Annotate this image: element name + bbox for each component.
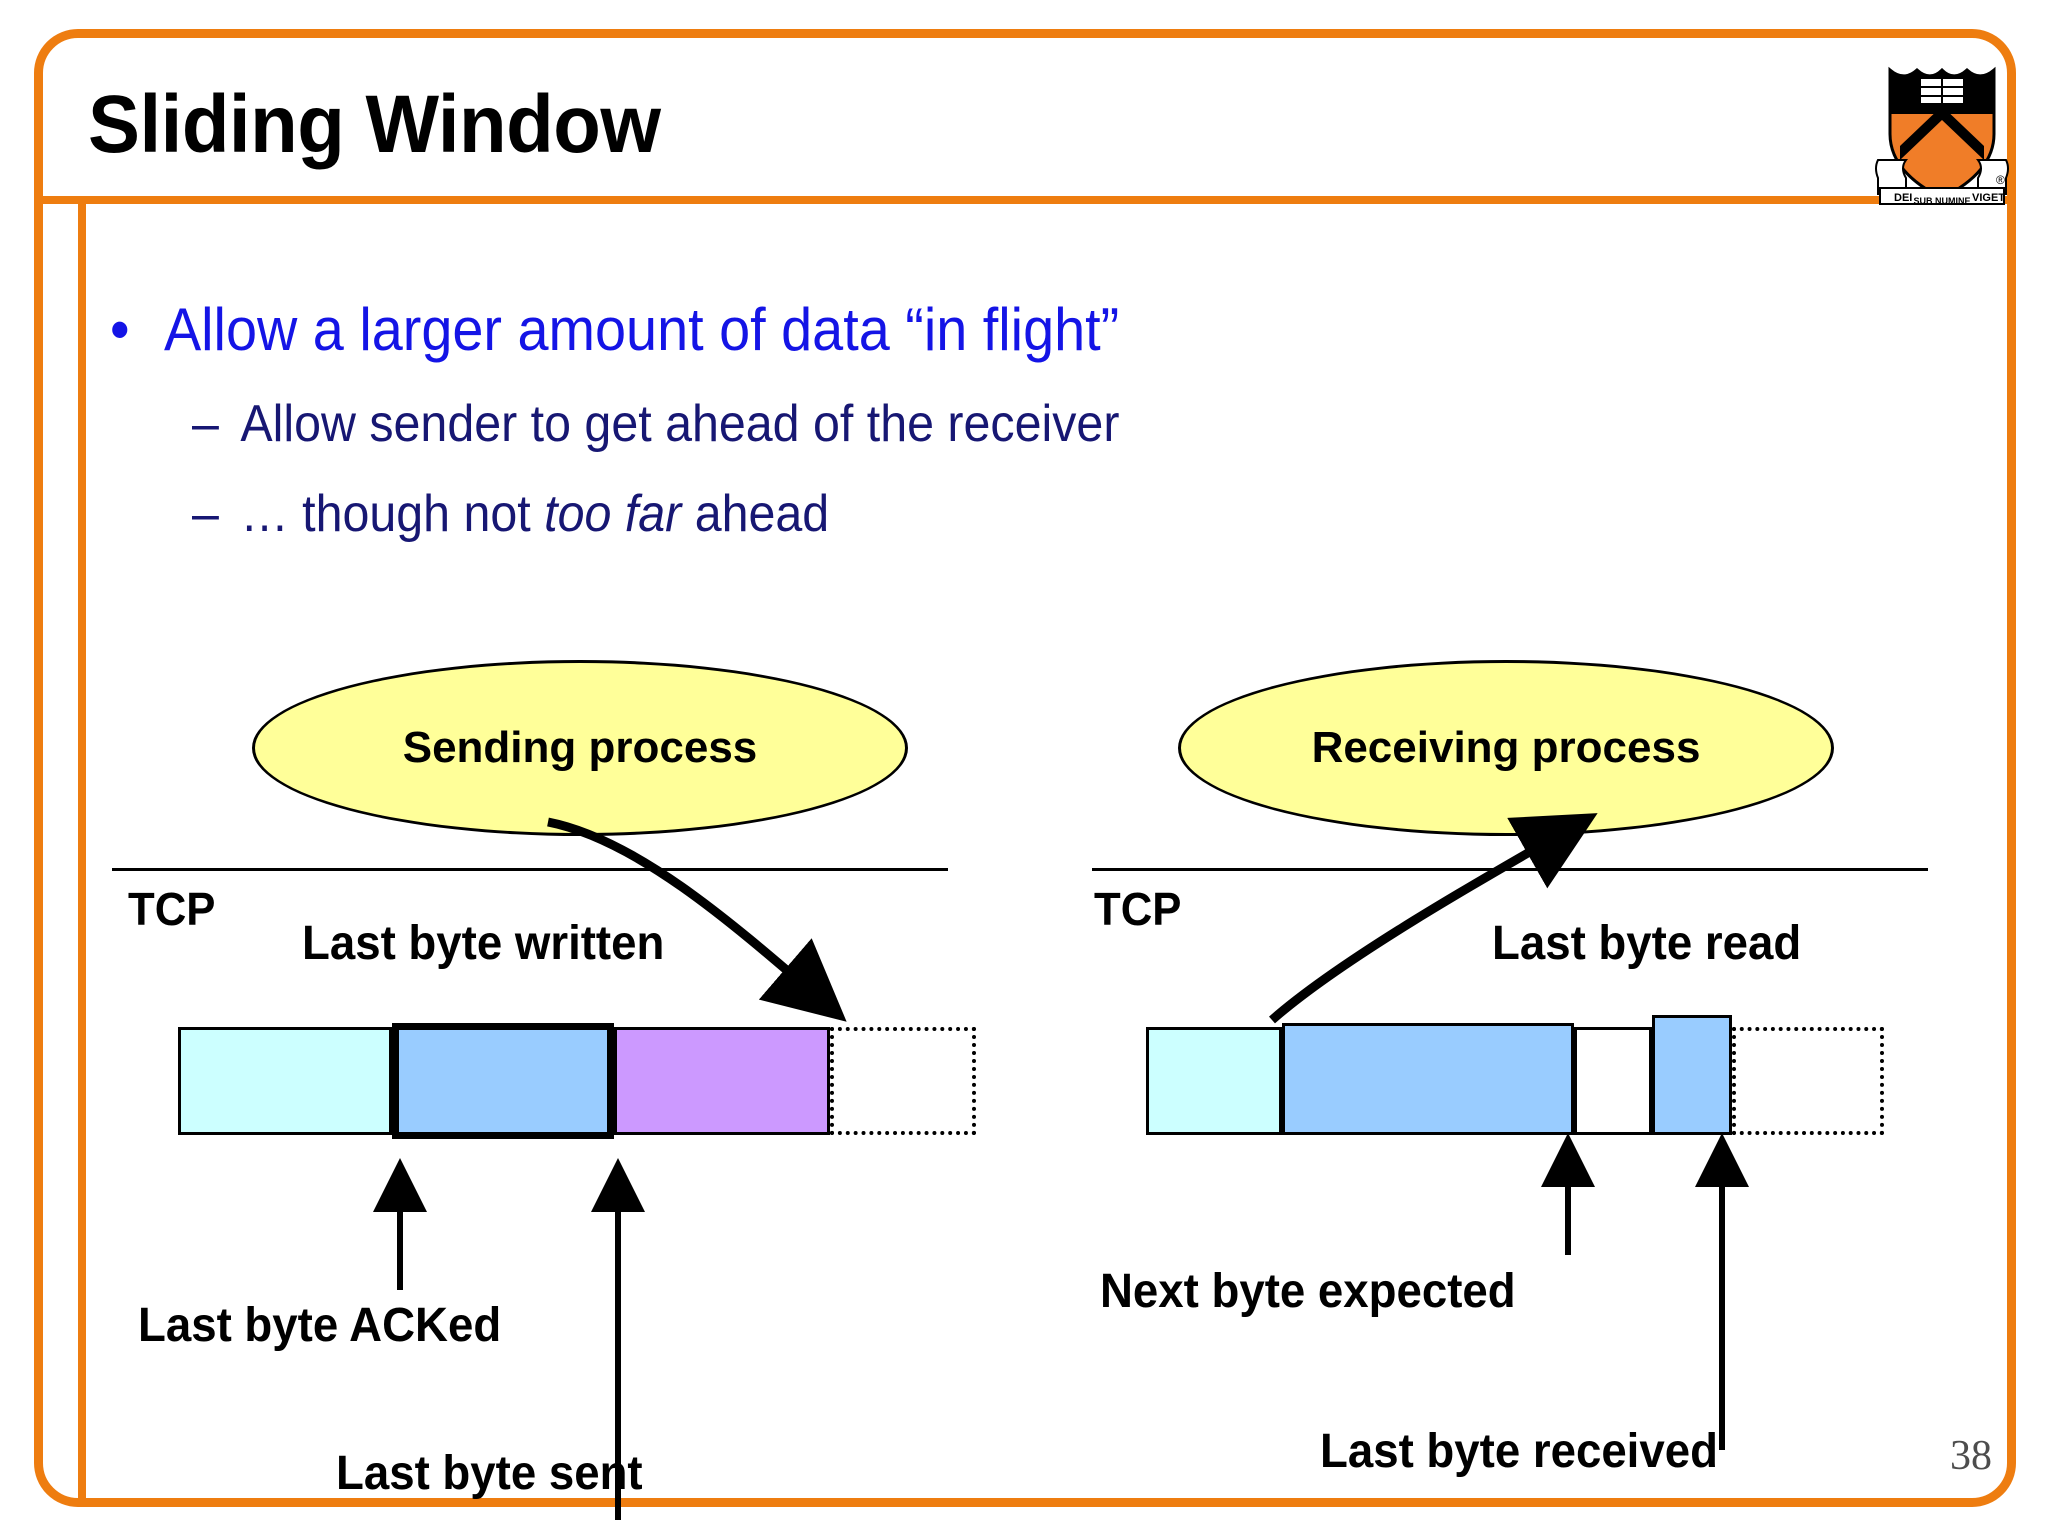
bullet-marker-icon: • (110, 296, 130, 363)
sending-process-node: Sending process (252, 660, 908, 836)
bullet-level2-1-text-italic: too far (544, 485, 682, 543)
receiving-process-label: Receiving process (1311, 723, 1701, 772)
last-byte-acked-label: Last byte ACKed (138, 1299, 502, 1352)
receiver-segment-received-in-order (1282, 1023, 1574, 1135)
bullet-level2-0-text: Allow sender to get ahead of the receive… (240, 395, 1120, 453)
receiver-segment-free-space (1732, 1027, 1884, 1135)
bullet-level2-1-text-before: … though not (240, 485, 545, 543)
slide-border-frame (34, 29, 2016, 1507)
bullet-level2-0: –Allow sender to get ahead of the receiv… (192, 398, 1119, 450)
logo-motto-center: SUB NUMINE (1913, 196, 1970, 206)
bullet-level2-1-text-after: ahead (681, 485, 830, 543)
logo-motto-right: VIGET (1972, 192, 2005, 204)
receiver-tcp-boundary-line (1092, 868, 1928, 871)
sender-segment-in-flight-window (392, 1023, 614, 1139)
page-title: Sliding Window (88, 79, 661, 170)
receiver-tcp-label: TCP (1094, 883, 1182, 935)
receiver-segment-read-region (1146, 1027, 1282, 1135)
receiving-process-node: Receiving process (1178, 660, 1834, 836)
last-byte-read-label: Last byte read (1492, 917, 1802, 970)
last-byte-sent-label: Last byte sent (336, 1447, 643, 1500)
sender-tcp-label: TCP (128, 883, 216, 935)
princeton-shield-logo: DEI SUB NUMINE VIGET ® (1872, 48, 2012, 206)
page-number: 38 (1950, 1433, 1992, 1479)
body-left-rule (78, 204, 86, 1504)
next-byte-expected-label: Next byte expected (1100, 1265, 1516, 1318)
logo-motto-left: DEI (1894, 192, 1912, 204)
receiver-segment-received-out-of-order (1652, 1015, 1732, 1135)
dash-marker-icon: – (192, 485, 219, 543)
bullet-level1-0-text: Allow a larger amount of data “in flight… (163, 296, 1120, 363)
bullet-level1-0: •Allow a larger amount of data “in fligh… (110, 300, 1119, 360)
sender-segment-acked-region (178, 1027, 392, 1135)
receiver-segment-gap-missing (1574, 1027, 1652, 1135)
last-byte-received-label: Last byte received (1320, 1425, 1718, 1478)
bullet-level2-1: –… though not too far ahead (192, 488, 829, 540)
dash-marker-icon: – (192, 395, 219, 453)
sending-process-label: Sending process (402, 723, 758, 772)
last-byte-written-label: Last byte written (302, 917, 665, 970)
sender-segment-unwritten-space (830, 1027, 976, 1135)
sender-segment-written-not-sent (614, 1027, 830, 1135)
registered-mark-icon: ® (1996, 173, 2005, 187)
title-divider-rule (34, 196, 2016, 204)
sender-tcp-boundary-line (112, 868, 948, 871)
